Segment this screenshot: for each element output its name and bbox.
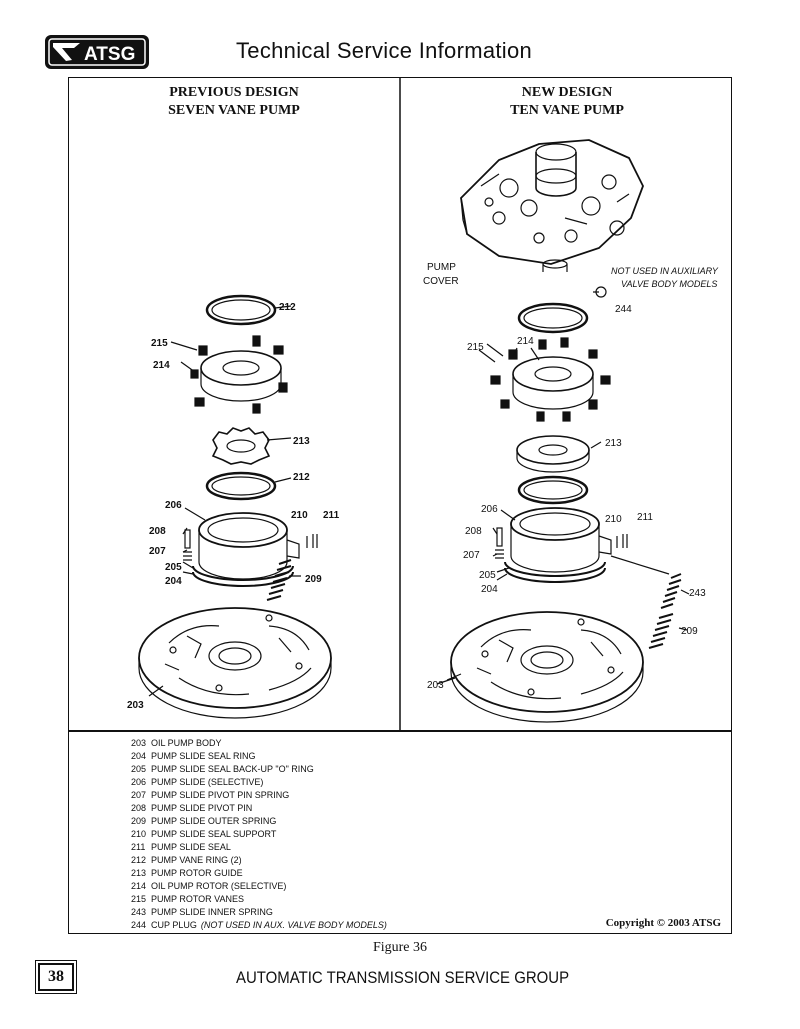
callout-214: 214 — [517, 336, 534, 347]
callout-207: 207 — [149, 546, 166, 557]
callout-211: 211 — [323, 510, 340, 521]
atsg-logo: ATSG — [45, 35, 149, 69]
callout-208: 208 — [149, 526, 166, 537]
callout-203: 203 — [427, 680, 444, 691]
callout-214: 214 — [153, 360, 170, 371]
legend-item: 209 PUMP SLIDE OUTER SPRING — [131, 815, 387, 828]
aux-note-line2: VALVE BODY MODELS — [621, 279, 717, 289]
legend-part-number: 205 — [131, 764, 147, 774]
legend-part-number: 203 — [131, 738, 147, 748]
callout-207: 207 — [463, 550, 480, 561]
legend-item: 205 PUMP SLIDE SEAL BACK-UP "O" RING — [131, 763, 387, 776]
copyright: Copyright © 2003 ATSG — [605, 917, 721, 929]
legend-part-number: 206 — [131, 777, 147, 787]
callout-209: 209 — [681, 626, 698, 637]
legend-part-number: 214 — [131, 881, 147, 891]
legend-part-description: PUMP SLIDE (SELECTIVE) — [151, 777, 264, 787]
legend-item: 207 PUMP SLIDE PIVOT PIN SPRING — [131, 789, 387, 802]
pump-cover-label-line2: COVER — [423, 276, 459, 287]
legend-item: 208 PUMP SLIDE PIVOT PIN — [131, 802, 387, 815]
legend-part-number: 213 — [131, 868, 147, 878]
callout-213: 213 — [293, 436, 310, 447]
callout-203: 203 — [127, 700, 144, 711]
page-header-title: Technical Service Information — [236, 38, 533, 63]
right-exploded-view — [436, 139, 690, 723]
right-column-heading: NEW DESIGN TEN VANE PUMP — [510, 85, 624, 118]
left-column-heading: PREVIOUS DESIGN SEVEN VANE PUMP — [168, 85, 300, 118]
legend-item: 243 PUMP SLIDE INNER SPRING — [131, 906, 387, 919]
legend-item: 214 OIL PUMP ROTOR (SELECTIVE) — [131, 880, 387, 893]
figure-frame: PREVIOUS DESIGN SEVEN VANE PUMP NEW DESI… — [68, 77, 732, 934]
legend-part-number: 207 — [131, 790, 147, 800]
legend-part-description: PUMP SLIDE SEAL BACK-UP "O" RING — [151, 764, 314, 774]
footer-text: AUTOMATIC TRANSMISSION SERVICE GROUP — [236, 968, 570, 987]
legend-part-number: 209 — [131, 816, 147, 826]
legend-part-description: PUMP SLIDE SEAL — [151, 842, 231, 852]
legend-item: 212 PUMP VANE RING (2) — [131, 854, 387, 867]
callout-209: 209 — [305, 574, 322, 585]
legend-part-description: OIL PUMP BODY — [151, 738, 222, 748]
legend-part-description: CUP PLUG — [151, 920, 197, 930]
legend-divider — [69, 730, 731, 732]
legend-part-number: 204 — [131, 751, 147, 761]
legend-part-description: PUMP SLIDE SEAL RING — [151, 751, 256, 761]
legend-part-description: PUMP SLIDE INNER SPRING — [151, 907, 273, 917]
legend-part-note: (NOT USED IN AUX. VALVE BODY MODELS) — [200, 920, 387, 930]
callout-210: 210 — [605, 514, 622, 525]
callout-211: 211 — [637, 512, 653, 523]
callout-205: 205 — [165, 562, 182, 573]
legend-part-description: PUMP SLIDE SEAL SUPPORT — [151, 829, 277, 839]
callout-212-upper: 212 — [279, 302, 296, 313]
legend-item: 204 PUMP SLIDE SEAL RING — [131, 750, 387, 763]
exploded-view-diagram: 212 215 214 213 212 206 210 211 208 207 … — [127, 78, 719, 730]
callout-243: 243 — [689, 588, 706, 599]
legend-item: 203 OIL PUMP BODY — [131, 737, 387, 750]
legend-item: 210 PUMP SLIDE SEAL SUPPORT — [131, 828, 387, 841]
left-exploded-view — [138, 294, 332, 719]
callout-204: 204 — [481, 584, 498, 595]
callout-215: 215 — [467, 342, 484, 353]
legend-item: 206 PUMP SLIDE (SELECTIVE) — [131, 776, 387, 789]
legend-part-description: PUMP VANE RING (2) — [151, 855, 242, 865]
aux-note-line1: NOT USED IN AUXILIARY — [611, 266, 719, 276]
legend-item: 244 CUP PLUG(NOT USED IN AUX. VALVE BODY … — [131, 919, 387, 932]
callout-206: 206 — [165, 500, 182, 511]
legend-part-number: 208 — [131, 803, 147, 813]
right-callouts: PUMP COVER NOT USED IN AUXILIARY VALVE B… — [423, 262, 719, 691]
legend-part-number: 211 — [131, 842, 146, 852]
legend-part-description: PUMP SLIDE OUTER SPRING — [151, 816, 277, 826]
legend-part-description: PUMP ROTOR VANES — [151, 894, 245, 904]
callout-215: 215 — [151, 338, 168, 349]
legend-part-number: 243 — [131, 907, 147, 917]
legend-part-description: OIL PUMP ROTOR (SELECTIVE) — [151, 881, 287, 891]
callout-205: 205 — [479, 570, 496, 581]
legend-item: 211 PUMP SLIDE SEAL — [131, 841, 387, 854]
figure-caption: Figure 36 — [372, 940, 428, 955]
legend-part-description: PUMP SLIDE PIVOT PIN SPRING — [151, 790, 290, 800]
legend-part-number: 212 — [131, 855, 147, 865]
legend-part-number: 210 — [131, 829, 147, 839]
pump-cover-label-line1: PUMP — [427, 262, 456, 273]
svg-text:ATSG: ATSG — [84, 44, 135, 65]
legend-part-number: 215 — [131, 894, 147, 904]
legend-part-description: PUMP SLIDE PIVOT PIN — [151, 803, 253, 813]
callout-244: 244 — [615, 304, 632, 315]
legend-item: 215 PUMP ROTOR VANES — [131, 893, 387, 906]
callout-210: 210 — [291, 510, 308, 521]
callout-213: 213 — [605, 438, 622, 449]
callout-206: 206 — [481, 504, 498, 515]
callout-208: 208 — [465, 526, 482, 537]
page-number: 38 — [35, 960, 77, 994]
legend-part-number: 244 — [131, 920, 147, 930]
legend-item: 213 PUMP ROTOR GUIDE — [131, 867, 387, 880]
left-callouts: 212 215 214 213 212 206 210 211 208 207 … — [127, 302, 340, 711]
callout-204: 204 — [165, 576, 182, 587]
legend-part-description: PUMP ROTOR GUIDE — [151, 868, 243, 878]
callout-212-lower: 212 — [293, 472, 310, 483]
